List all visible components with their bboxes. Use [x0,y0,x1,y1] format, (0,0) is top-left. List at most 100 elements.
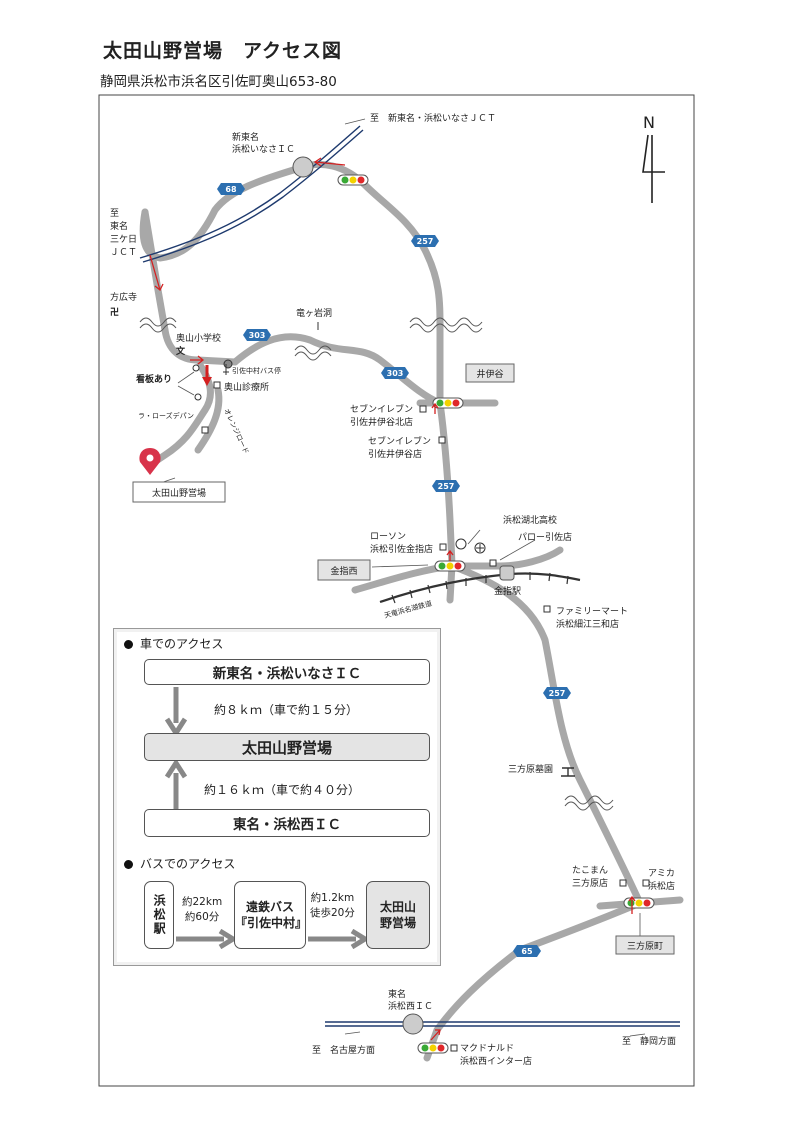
traffic-signal-icon [432,397,464,409]
label-familymart-2: 浜松細江三和店 [556,618,619,630]
label-palo: パロー引佐店 [518,531,572,543]
arrow-down-icon [164,687,188,735]
label-to-mikkabi-3: 三ケ日 [110,234,137,245]
road-303 [231,333,444,407]
route-arrow-icon [431,402,439,414]
label-mcd-2: 浜松西インター店 [460,1055,532,1067]
car-access-heading: 車でのアクセス [124,635,223,652]
route-shield-icon: 68 [217,183,245,195]
label-to-mikkabi-2: 東名 [110,220,128,232]
dist-shintomei: 約８ｋｍ（車で約１５分） [214,703,359,717]
break-mark [139,323,177,333]
shintomei-ic-icon [292,156,314,178]
break-mark [294,345,332,355]
poi-square [438,436,446,444]
road-hokoji [141,208,169,334]
label-iinoya: 井伊谷 [476,368,503,380]
label-camp: 太田山野営場 [152,487,206,499]
page-title: 太田山野営場 アクセス図 [103,40,343,62]
label-seven-s-1: セブンイレブン [368,435,431,447]
traffic-signal-icon [434,560,466,572]
traffic-signal-icon [417,1042,449,1054]
label-tomei-ic-2: 浜松西ＩＣ [388,1000,433,1012]
poi-square [201,426,209,434]
label-to-mikkabi-1: 至 [110,208,119,219]
svg-text:303: 303 [249,331,266,340]
arrow-up-icon [164,761,188,809]
poi-square [450,1044,458,1052]
break-mark [409,317,483,327]
label-to-shintomei-jct: 至 新東名・浜松いなさＪＣＴ [370,112,496,124]
label-tenhama: 天竜浜名湖鉄道 [383,599,433,620]
expressway-shintomei-1 [139,125,361,259]
gas-station-icon [455,538,467,550]
signboard-icon [194,393,202,401]
route-arrow-icon [149,254,164,292]
bullet-icon [124,860,133,869]
label-to-mikkabi-4: ＪＣＴ [110,248,137,258]
road-65 [423,899,644,1062]
label-seven-n-1: セブンイレブン [350,403,413,415]
expressway-shintomei-2 [142,129,364,263]
from-tomei-box: 東名・浜松西ＩＣ [144,809,430,837]
svg-text:68: 68 [225,185,237,194]
label-signboard: 看板あり [136,373,172,385]
dist-tomei: 約１６ｋｍ（車で約４０分） [204,783,361,797]
north-compass-icon [642,134,665,203]
route-arrow-icon [446,549,454,561]
bus-stop-icon [223,359,233,369]
road-257-mid [436,399,456,604]
break-mark [409,323,483,333]
address: 静岡県浜松市浜名区引佐町奥山653-80 [100,74,337,90]
svg-text:303: 303 [387,369,404,378]
label-to-nagoya: 至 名古屋方面 [312,1044,375,1056]
label-mikatahara-cemetery: 三方原墓園 [508,763,553,775]
map-frame [98,94,695,1087]
traffic-signal-icon [337,174,369,186]
bus-destination-box: 太田山野営場 [366,881,430,949]
destination-box: 太田山野営場 [144,733,430,761]
label-kanasashi-station: 金指駅 [494,585,521,597]
cemetery-icon [561,767,575,777]
break-mark [564,795,614,805]
poi-square [543,605,551,613]
road-orange [194,386,223,454]
label-amika-2: 浜松店 [648,880,675,892]
poi-square [489,559,497,567]
camp-location-pin-icon [139,448,161,475]
label-hokoji: 方広寺 [110,291,137,303]
label-ryugaiwa: 竜ヶ岩洞 [296,307,332,319]
school-mark-icon: 文 [175,345,186,357]
label-takoman-1: たこまん [572,865,608,876]
label-to-shizuoka: 至 静岡方面 [622,1035,676,1047]
poi-square [439,543,447,551]
route-shield-icon: 257 [543,687,571,699]
poi-square [419,405,427,413]
label-okuyama-school: 奥山小学校 [176,332,221,344]
svg-text:65: 65 [521,947,533,956]
route-arrow-icon [628,895,636,914]
label-seven-s-2: 引佐井伊谷店 [368,448,422,460]
label-familymart-1: ファミリーマート [556,607,628,617]
bullet-icon [124,640,133,649]
svg-text:257: 257 [549,689,566,698]
access-panel: 車でのアクセス 新東名・浜松いなさＩＣ 約８ｋｍ（車で約１５分） 太田山野営場 … [113,628,441,966]
route-arrow-icon [202,377,212,386]
compass-north: N [643,113,655,132]
label-konan-hs: 浜松湖北高校 [503,514,557,526]
route-shield-icon: 303 [243,329,271,341]
label-amika-1: アミカ [648,868,675,879]
label-orange-road: オレンジロード [222,407,250,455]
arrow-right-icon [176,929,236,949]
road-68 [139,164,304,262]
traffic-signal-icon [623,897,655,909]
signboard-icon [192,364,200,372]
svg-text:257: 257 [438,482,455,491]
label-lawson-2: 浜松引佐金指店 [370,543,433,555]
hokoji-temple-icon: 卍 [110,307,119,318]
label-tomei-ic-1: 東名 [388,988,406,1000]
label-seven-n-2: 引佐井伊谷北店 [350,416,413,428]
label-mikatahara-town: 三方原町 [627,940,663,952]
